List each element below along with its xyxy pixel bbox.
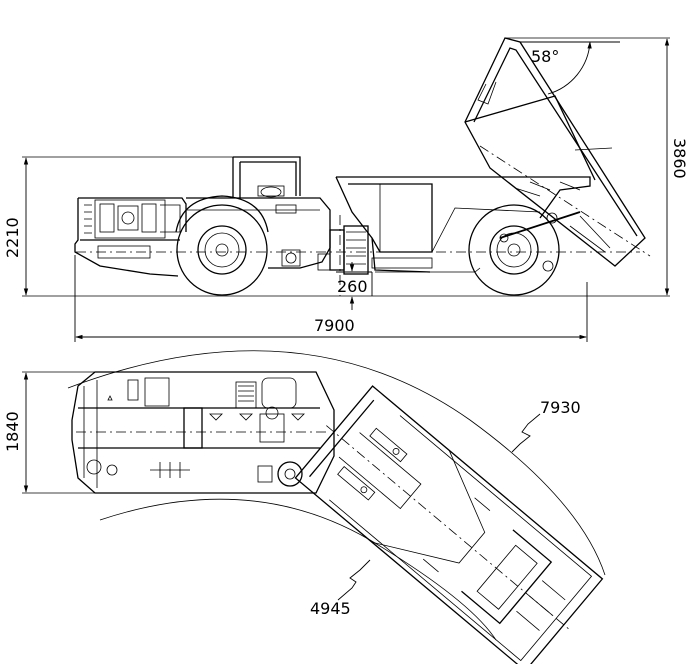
hoist-cylinder xyxy=(499,211,581,239)
ground-clearance-label: 260 xyxy=(337,277,368,296)
width-dimension: 1840 xyxy=(3,372,29,493)
front-frame-plan xyxy=(71,371,335,494)
inner-radius-dimension: 4945 xyxy=(310,559,371,618)
side-view: 58° 2210 3860 260 7900 xyxy=(3,37,689,342)
inner-radius-label: 4945 xyxy=(310,599,351,618)
height-dimension: 2210 xyxy=(3,157,29,296)
outer-radius-label: 7930 xyxy=(540,398,581,417)
outer-turning-arc xyxy=(67,350,606,576)
ground-clearance-dimension: 260 xyxy=(336,262,373,310)
rear-frame-plan xyxy=(294,385,604,664)
dump-angle-indicator: 58° xyxy=(520,41,620,95)
height-label: 2210 xyxy=(3,217,22,258)
dump-height-label: 3860 xyxy=(670,138,689,179)
outer-radius-dimension: 7930 xyxy=(511,398,581,453)
articulation-joint xyxy=(317,215,369,296)
length-label: 7900 xyxy=(314,316,355,335)
dump-angle-label: 58° xyxy=(531,47,559,66)
length-dimension: 7900 xyxy=(74,255,588,342)
rear-wheel xyxy=(468,204,560,296)
dump-height-dimension: 3860 xyxy=(664,38,689,296)
tipped-dump-body xyxy=(464,37,651,267)
front-wheel xyxy=(175,195,269,296)
inner-turning-arc xyxy=(99,498,497,641)
cab xyxy=(186,156,331,269)
engine-compartment xyxy=(74,197,187,277)
top-view: 1840 xyxy=(3,350,606,664)
rear-chassis xyxy=(335,176,591,273)
width-label: 1840 xyxy=(3,411,22,452)
